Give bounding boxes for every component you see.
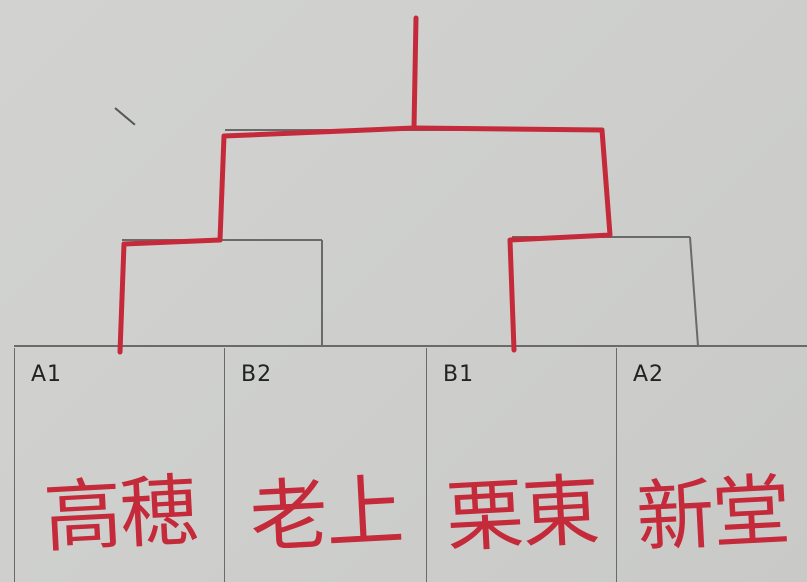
bracket-line-right-drop [689,236,699,347]
slot-team-name: 栗東 [443,466,601,564]
slot-code: B2 [241,362,273,387]
slot-code: A1 [31,362,63,387]
winner-path-left [117,15,419,355]
winner-path-right [411,125,613,353]
bracket-slot-2: B2 老上 [224,348,426,582]
bracket-slot-4: A2 新堂 [616,348,807,582]
slot-code: A2 [633,362,665,387]
slot-team-name: 新堂 [634,466,791,564]
slot-team-name: 老上 [247,466,405,564]
slot-team-name: 高穂 [41,466,199,564]
slot-code: B1 [443,362,475,387]
bracket-slot-1: A1 高穂 [14,348,224,582]
bracket-slot-3: B1 栗東 [426,348,616,582]
